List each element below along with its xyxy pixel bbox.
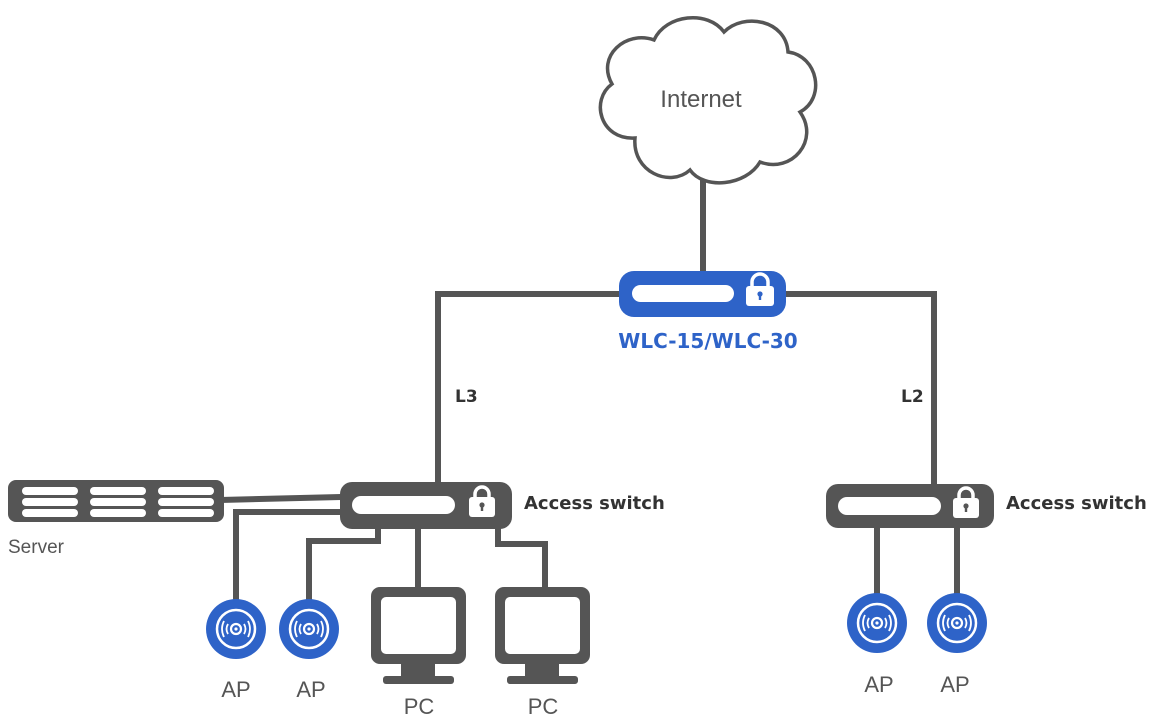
lock-icon <box>746 272 774 306</box>
access-point-icon <box>847 593 907 653</box>
access-point-1: AP <box>206 599 266 702</box>
access-point-2: AP <box>279 599 339 702</box>
connection-lines <box>219 180 960 603</box>
pc2-link-line <box>495 528 548 590</box>
lock-icon <box>469 485 495 517</box>
left-access-switch: Access switch <box>340 482 665 529</box>
link-l3-label: L3 <box>455 387 478 407</box>
device-label: AP <box>940 672 969 697</box>
left-switch-label: Access switch <box>524 493 665 514</box>
pc-monitor-icon <box>495 587 590 684</box>
device-label: AP <box>221 677 250 702</box>
wlc-label: WLC-15/WLC-30 <box>618 329 797 353</box>
lock-icon <box>953 486 979 518</box>
access-point-icon <box>927 593 987 653</box>
server-device: Server <box>8 480 224 558</box>
server-link-line <box>219 494 342 503</box>
pc-monitor-icon <box>371 587 466 684</box>
cloud-icon <box>598 16 818 185</box>
ap2-link-line <box>306 528 381 603</box>
device-label: PC <box>404 694 435 716</box>
ap1-link-line <box>233 509 353 603</box>
internet-label: Internet <box>660 86 742 113</box>
wlc-port-slot <box>632 285 734 302</box>
pc-2: PC <box>495 587 590 716</box>
device-label: PC <box>528 694 559 716</box>
left-switch-port-slot <box>352 496 455 514</box>
right-switch-port-slot <box>838 497 941 515</box>
access-point-3: AP <box>847 593 907 697</box>
right-access-switch: Access switch <box>826 484 1147 528</box>
link-l2-line <box>782 291 937 484</box>
server-label: Server <box>8 537 65 558</box>
pc-1: PC <box>371 587 466 716</box>
link-l3-line <box>435 291 622 484</box>
access-point-icon <box>279 599 339 659</box>
device-label: AP <box>296 677 325 702</box>
link-l2-label: L2 <box>901 387 924 407</box>
device-label: AP <box>864 672 893 697</box>
access-point-icon <box>206 599 266 659</box>
internet-cloud: Internet <box>598 16 818 185</box>
server-slots <box>22 487 214 517</box>
wlc-controller: WLC-15/WLC-30 <box>618 271 798 353</box>
right-switch-label: Access switch <box>1006 493 1147 514</box>
access-point-4: AP <box>927 593 987 697</box>
